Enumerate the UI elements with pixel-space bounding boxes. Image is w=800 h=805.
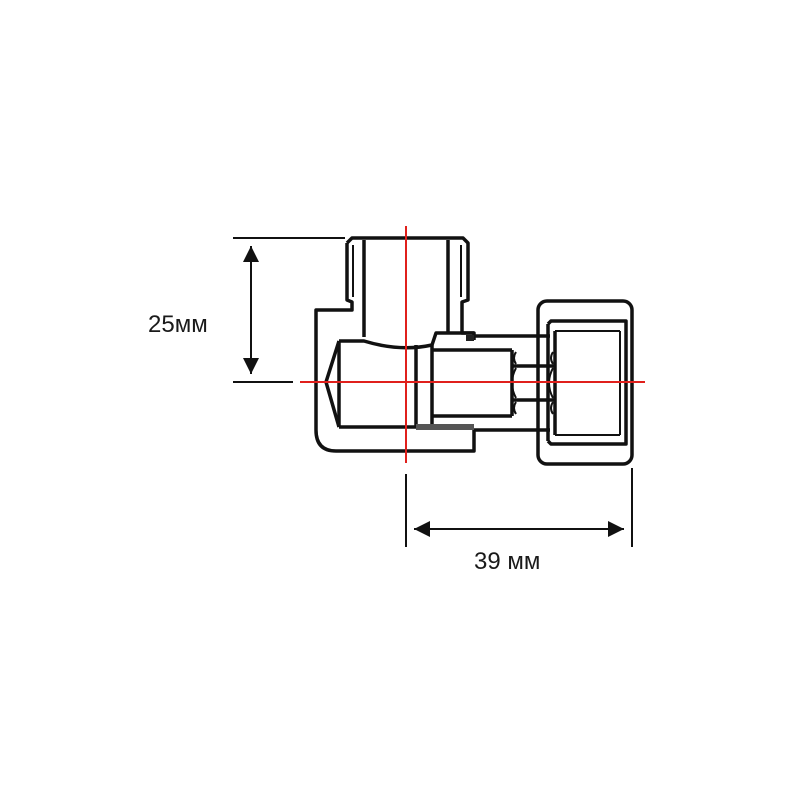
width-dimension: [405, 468, 633, 547]
width-dimension-label: 39 мм: [474, 548, 541, 575]
fitting-body: [314, 236, 634, 466]
height-dimension: [233, 237, 345, 383]
seal-gasket: [416, 424, 474, 430]
height-dimension-label: 25мм: [148, 311, 208, 338]
centerlines: [300, 226, 645, 463]
